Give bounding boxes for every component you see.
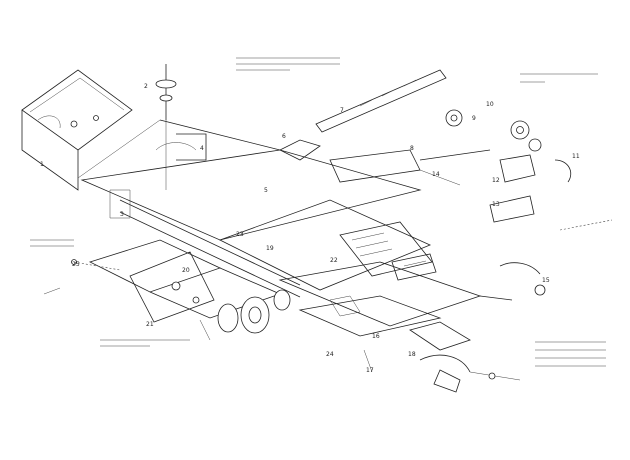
- callout-22: 22: [330, 257, 338, 264]
- bottom-right-note: [535, 341, 606, 367]
- right-mechanism: [419, 109, 613, 296]
- callout-23: 23: [236, 231, 244, 238]
- callout-1: 1: [40, 161, 44, 168]
- callout-17: 17: [366, 367, 374, 374]
- callout-12: 12: [492, 177, 500, 184]
- callout-6: 6: [282, 133, 286, 140]
- top-right-note: [520, 73, 598, 83]
- callout-19: 19: [266, 245, 274, 252]
- left-note: [30, 239, 74, 247]
- callout-8: 8: [410, 145, 414, 152]
- callout-2: 2: [144, 83, 148, 90]
- lower-wheels: [217, 289, 291, 334]
- callout-labels: 1 2 3 4 5 6 7 8 9 10 11 12 13 14 15 16 1…: [40, 83, 580, 374]
- lower-center-housing: [278, 261, 513, 373]
- callout-4: 4: [200, 145, 204, 152]
- callout-3: 3: [120, 211, 124, 218]
- callout-14: 14: [432, 171, 440, 178]
- bottom-left-note: [100, 339, 190, 347]
- callout-9: 9: [472, 115, 476, 122]
- far-left-parts: [43, 259, 121, 295]
- main-frame: [77, 119, 432, 298]
- callout-15: 15: [542, 277, 550, 284]
- lower-right-bracket: [409, 321, 521, 393]
- callout-10: 10: [486, 101, 494, 108]
- callout-11: 11: [572, 153, 580, 160]
- lower-left-base: [88, 239, 282, 341]
- callout-16: 16: [372, 333, 380, 340]
- callout-13: 13: [492, 201, 500, 208]
- callout-25: 25: [72, 261, 80, 268]
- center-grille-box: [339, 221, 437, 281]
- callout-20: 20: [182, 267, 190, 274]
- callout-7: 7: [340, 107, 344, 114]
- top-note-block: [236, 57, 340, 71]
- top-left-panel: [21, 69, 133, 191]
- callout-21: 21: [146, 321, 154, 328]
- callout-18: 18: [408, 351, 416, 358]
- upper-right-rail: [315, 69, 491, 183]
- callout-5: 5: [264, 187, 268, 194]
- callout-24: 24: [326, 351, 334, 358]
- top-mid-post: [155, 64, 207, 190]
